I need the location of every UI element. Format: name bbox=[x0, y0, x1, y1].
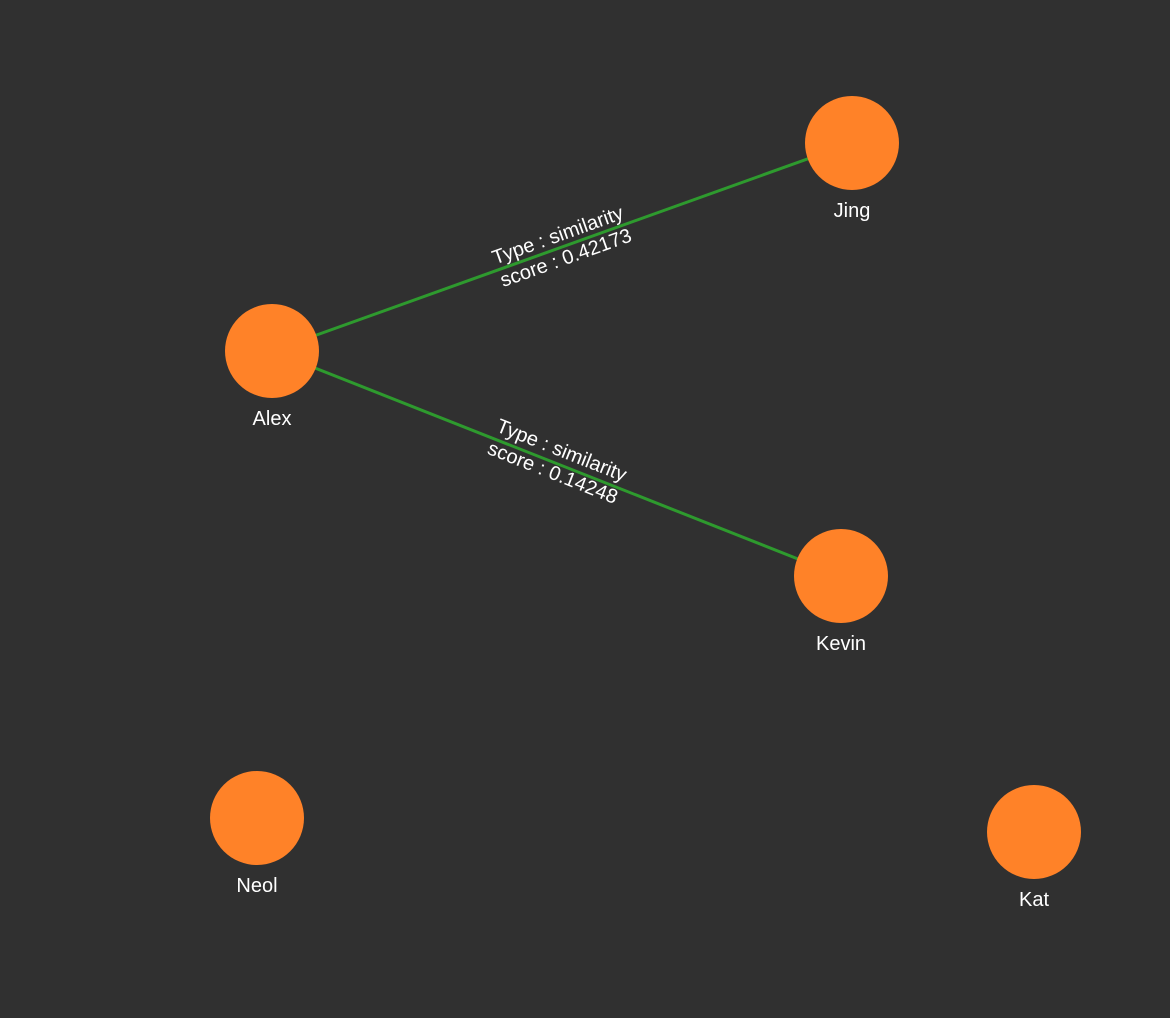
edges-layer: Type : similarity score : 0.42173 Type :… bbox=[271, 141, 853, 578]
node-label: Alex bbox=[253, 408, 292, 430]
node-circle[interactable] bbox=[987, 785, 1081, 879]
node-circle[interactable] bbox=[805, 96, 899, 190]
edge-line[interactable] bbox=[271, 141, 853, 353]
node-kat[interactable]: Kat bbox=[987, 785, 1081, 911]
node-label: Neol bbox=[236, 875, 277, 897]
node-kevin[interactable]: Kevin bbox=[794, 529, 888, 655]
edge-alex-kevin[interactable]: Type : similarity score : 0.14248 bbox=[271, 349, 842, 578]
node-alex[interactable]: Alex bbox=[225, 304, 319, 430]
node-label: Kat bbox=[1019, 889, 1049, 911]
node-circle[interactable] bbox=[794, 529, 888, 623]
node-jing[interactable]: Jing bbox=[805, 96, 899, 222]
node-label: Jing bbox=[834, 200, 871, 222]
edge-alex-jing[interactable]: Type : similarity score : 0.42173 bbox=[271, 141, 853, 353]
edge-line[interactable] bbox=[271, 349, 842, 578]
node-circle[interactable] bbox=[225, 304, 319, 398]
edge-label: Type : similarity score : 0.14248 bbox=[484, 415, 629, 509]
node-label: Kevin bbox=[816, 633, 866, 655]
node-neol[interactable]: Neol bbox=[210, 771, 304, 897]
node-circle[interactable] bbox=[210, 771, 304, 865]
nodes-layer: Alex Jing Kevin Neol Kat bbox=[210, 96, 1081, 911]
